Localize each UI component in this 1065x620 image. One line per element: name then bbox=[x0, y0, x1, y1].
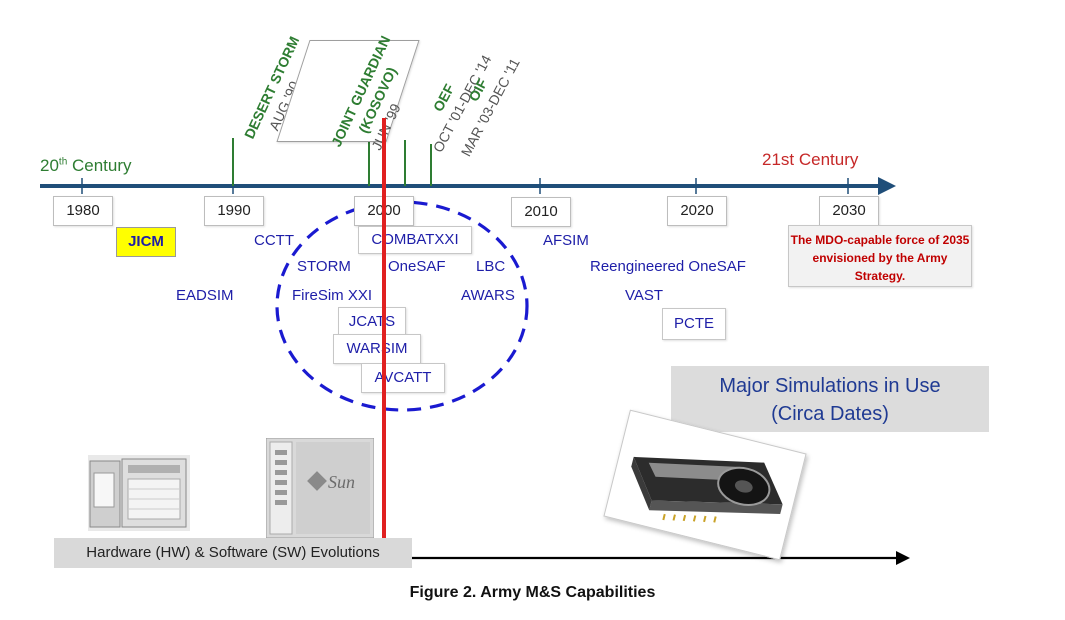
sim-vast: VAST bbox=[625, 287, 664, 304]
hardware-evolution-label: Hardware (HW) & Software (SW) Evolutions bbox=[54, 538, 412, 568]
sim-cctt: CCTT bbox=[254, 232, 294, 249]
sim-afsim: AFSIM bbox=[543, 232, 589, 249]
year-box-2030: 2030 bbox=[819, 196, 879, 226]
year-box-2010: 2010 bbox=[511, 197, 571, 227]
mdo-note-box: The MDO-capable force of 2035 envisioned… bbox=[788, 225, 972, 287]
sun-workstation-icon: Sun bbox=[266, 438, 374, 538]
gpu-card-frame bbox=[603, 409, 807, 561]
century-label-20th: 20th Century bbox=[40, 156, 132, 175]
sim-firesim: FireSim XXI bbox=[292, 287, 373, 304]
century-label-21st: 21st Century bbox=[762, 150, 859, 169]
event-tick-desert-storm bbox=[232, 138, 234, 186]
sim-storm: STORM bbox=[297, 258, 351, 275]
sun-logo-text: Sun bbox=[328, 472, 355, 492]
sim-avcatt: AVCATT bbox=[361, 363, 445, 393]
sim-lbc: LBC bbox=[476, 258, 506, 275]
event-tick-oif bbox=[430, 144, 432, 186]
event-tick-oef bbox=[404, 140, 406, 186]
year-box-1990: 1990 bbox=[204, 196, 264, 226]
major-simulations-line1: Major Simulations in Use bbox=[719, 375, 941, 397]
sim-awars: AWARS bbox=[461, 287, 515, 304]
sim-jicm: JICM bbox=[116, 227, 176, 257]
sim-eadsim: EADSIM bbox=[176, 287, 234, 304]
sim-warsim: WARSIM bbox=[333, 334, 421, 364]
sim-reengineered-onesaf: Reengineered OneSAF bbox=[590, 258, 746, 275]
year-box-1980: 1980 bbox=[53, 196, 113, 226]
year-box-2020: 2020 bbox=[667, 196, 727, 226]
sim-combatxxi: COMBATXXI bbox=[358, 226, 472, 254]
gpu-card-icon bbox=[631, 456, 783, 523]
mainframe-computer-icon bbox=[88, 455, 190, 531]
major-simulations-line2: (Circa Dates) bbox=[771, 403, 889, 425]
figure-caption: Figure 2. Army M&S Capabilities bbox=[409, 584, 656, 601]
event-tick-joint-guardian bbox=[368, 142, 370, 186]
major-simulations-box: Major Simulations in Use (Circa Dates) bbox=[671, 366, 989, 432]
sim-jcats: JCATS bbox=[338, 307, 406, 337]
sim-onesaf: OneSAF bbox=[388, 258, 446, 275]
sim-pcte: PCTE bbox=[662, 308, 726, 340]
red-reference-line bbox=[382, 118, 386, 558]
